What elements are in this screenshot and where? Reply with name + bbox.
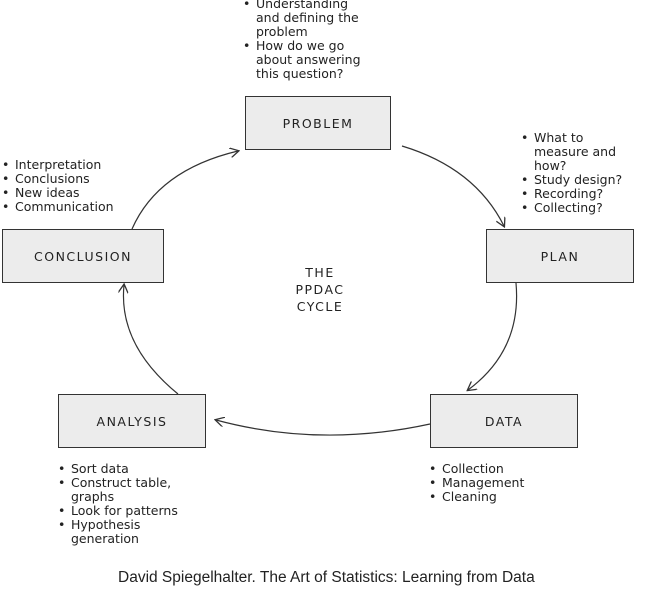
problem-label: PROBLEM: [282, 115, 354, 131]
plan-label: PLAN: [540, 248, 580, 264]
list-item: Conclusions: [0, 172, 150, 187]
analysis-box: ANALYSIS: [58, 394, 206, 448]
problem-box: PROBLEM: [245, 96, 391, 150]
data-box: DATA: [430, 394, 578, 448]
conclusion-box: CONCLUSION: [2, 229, 164, 283]
plan-notes: What to measure and how? Study design? R…: [519, 131, 631, 216]
list-item: Hypothesis generation: [56, 518, 212, 546]
list-item: New ideas: [0, 186, 150, 201]
list-item: Collecting?: [519, 201, 631, 216]
arrow-data-to-analysis: [216, 420, 431, 436]
list-item: Look for patterns: [56, 504, 212, 519]
list-item: Interpretation: [0, 158, 150, 173]
analysis-label: ANALYSIS: [96, 413, 168, 429]
list-item: Communication: [0, 200, 150, 215]
conclusion-notes: Interpretation Conclusions New ideas Com…: [0, 158, 150, 215]
center-title: THE PPDAC CYCLE: [295, 265, 345, 314]
data-notes: Collection Management Cleaning: [427, 462, 567, 505]
arrow-plan-to-data: [468, 282, 518, 390]
list-item: Sort data: [56, 462, 212, 477]
plan-box: PLAN: [486, 229, 634, 283]
arrow-conclusion-to-problem: [131, 151, 238, 230]
list-item: Study design?: [519, 173, 631, 188]
problem-notes: Understanding and defining the problem H…: [241, 0, 373, 81]
analysis-notes: Sort data Construct table, graphs Look f…: [56, 462, 212, 546]
list-item: How do we go about answering this questi…: [241, 39, 373, 81]
arrow-analysis-to-conclusion: [123, 285, 179, 395]
list-item: Understanding and defining the problem: [241, 0, 373, 39]
list-item: Management: [427, 476, 567, 491]
list-item: What to measure and how?: [519, 131, 631, 173]
arrow-problem-to-plan: [401, 145, 504, 226]
data-label: DATA: [484, 413, 524, 429]
list-item: Construct table, graphs: [56, 476, 212, 504]
list-item: Cleaning: [427, 490, 567, 505]
list-item: Recording?: [519, 187, 631, 202]
list-item: Collection: [427, 462, 567, 477]
conclusion-label: CONCLUSION: [34, 248, 132, 264]
source-caption: David Spiegelhalter. The Art of Statisti…: [118, 569, 535, 586]
